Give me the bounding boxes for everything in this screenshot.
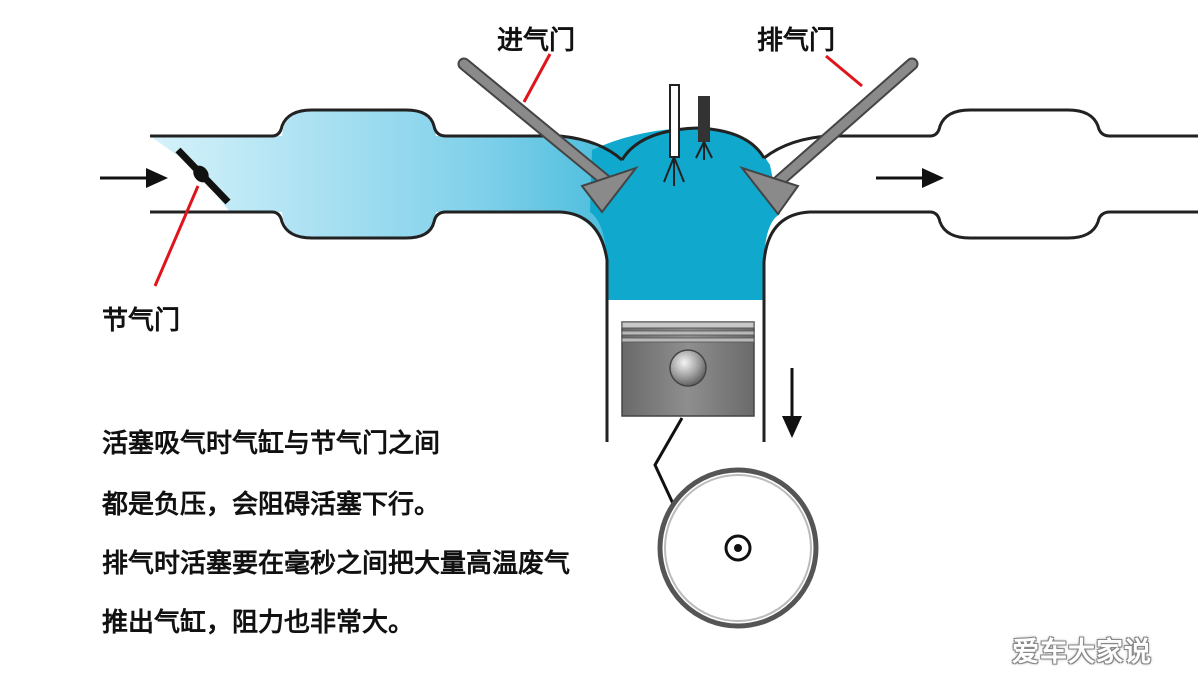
- exhaust-valve-label: 排气门: [757, 26, 836, 56]
- watermark: 爱车大家说: [1012, 637, 1152, 668]
- leader-lines: [153, 53, 863, 287]
- intake-valve-label: 进气门: [497, 26, 576, 56]
- caption-line-3: 排气时活塞要在毫秒之间把大量高温废气: [102, 549, 571, 579]
- exhaust-valve-leader: [825, 54, 863, 88]
- exhaust-valve: [739, 57, 919, 216]
- piston-pin: [669, 349, 707, 387]
- exhaust-manifold: [762, 108, 1198, 442]
- throttle-plate: [175, 147, 231, 205]
- piston-down-arrow: [782, 368, 802, 438]
- piston: [621, 321, 755, 417]
- throttle-leader: [153, 185, 200, 287]
- combustion-chamber-dome: [620, 126, 766, 161]
- caption-line-1: 活塞吸气时气缸与节气门之间: [102, 429, 441, 459]
- caption-line-4: 推出气缸，阻力也非常大。: [102, 608, 415, 638]
- injector: [663, 84, 685, 186]
- cylinder-charge: [590, 128, 780, 300]
- inlet-flow-arrow: [100, 168, 168, 188]
- intake-valve-leader: [522, 53, 552, 103]
- crankshaft-wheel: [657, 467, 819, 629]
- intake-valve: [457, 57, 639, 214]
- intake-manifold: [150, 108, 624, 442]
- exhaust-flow-arrow: [876, 168, 944, 188]
- caption-line-2: 都是负压，会阻碍活塞下行。: [102, 490, 441, 520]
- throttle-valve-label: 节气门: [102, 306, 181, 336]
- spark-plug: [695, 96, 713, 160]
